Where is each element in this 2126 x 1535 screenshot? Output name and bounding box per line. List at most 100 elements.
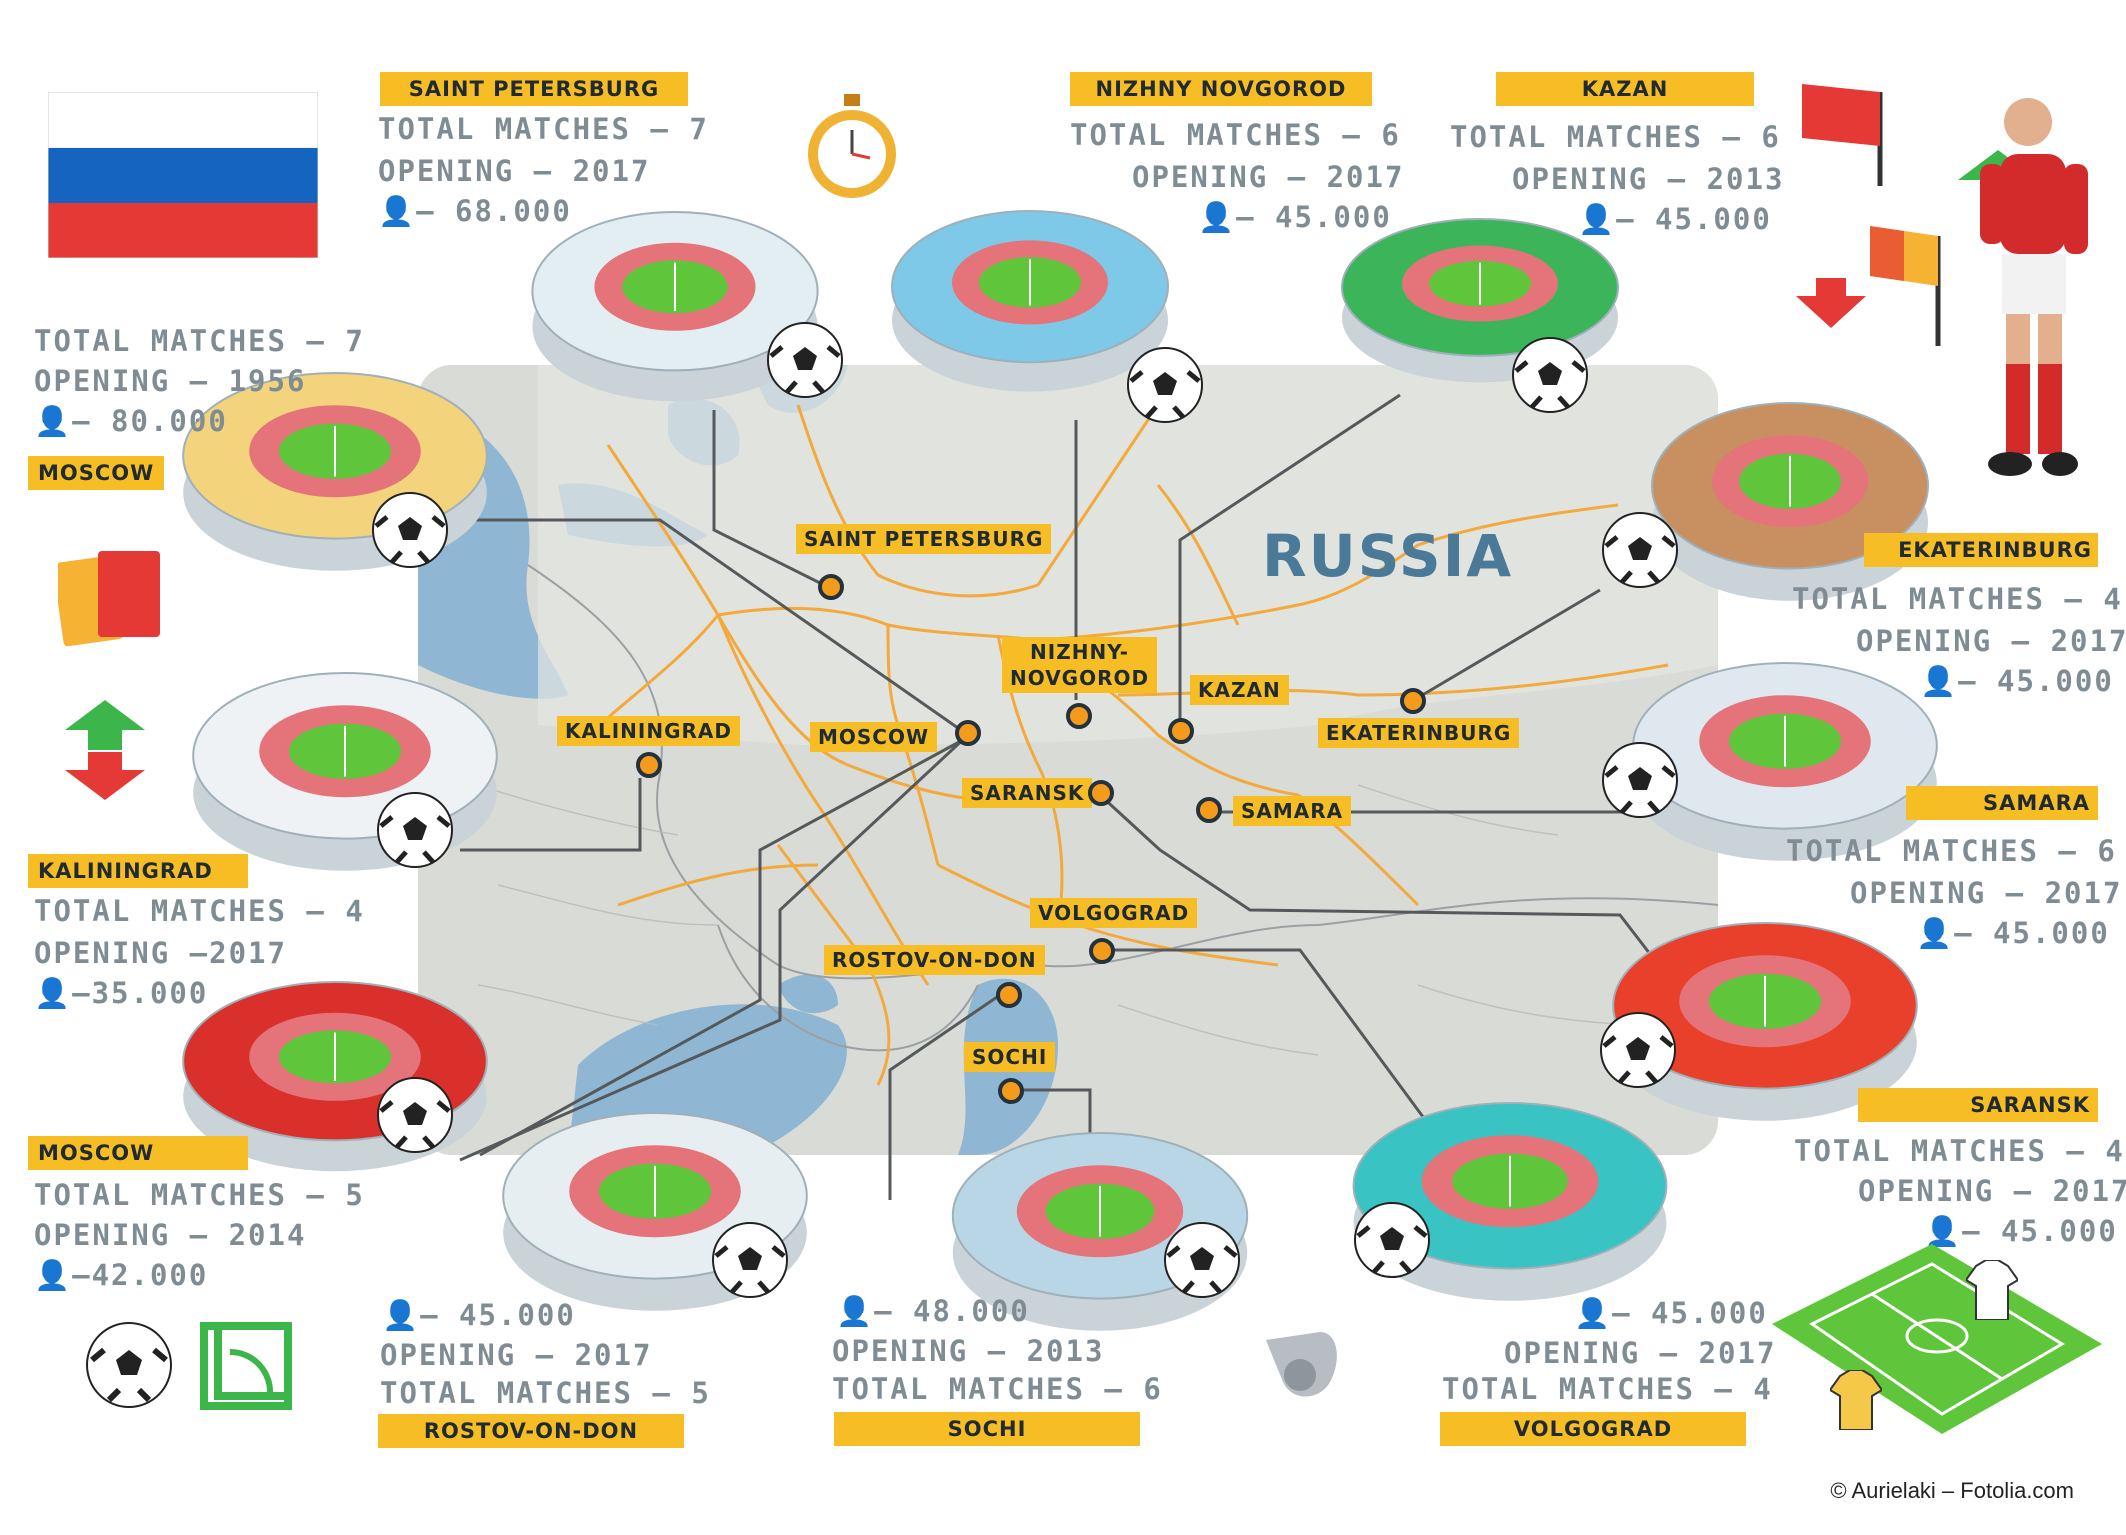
capacity-sochi: 👤– 48.000 [836, 1294, 1030, 1328]
city-dot-moscow[interactable] [955, 720, 981, 746]
matches-moscow-spartak: TOTAL MATCHES – 5 [34, 1178, 365, 1212]
opening-samara: OPENING – 2017 [1850, 876, 2123, 910]
person-icon: 👤 [34, 404, 73, 438]
opening-ekaterinburg: OPENING – 2017 [1856, 624, 2126, 658]
stadium-saransk[interactable] [1600, 900, 1930, 1130]
copyright-credit: © Aurielaki – Fotolia.com [1830, 1478, 2074, 1503]
person-icon: 👤 [1578, 202, 1617, 236]
map-label-saint-petersburg: SAINT PETERSBURG [796, 524, 1052, 554]
map-label-nizhny-novgorod: NIZHNY- NOVGOROD [1002, 637, 1158, 693]
capacity-saint-petersburg: 👤– 68.000 [378, 194, 572, 228]
soccer-ball-icon [377, 792, 453, 868]
person-icon: 👤 [1916, 916, 1955, 950]
city-banner-rostov-on-don: ROSTOV-ON-DON [378, 1414, 684, 1448]
person-icon: 👤 [34, 1258, 73, 1292]
matches-sochi: TOTAL MATCHES – 6 [832, 1372, 1163, 1406]
soccer-ball-icon [1127, 347, 1203, 423]
map-label-kaliningrad: KALININGRAD [557, 716, 740, 746]
opening-sochi: OPENING – 2013 [832, 1334, 1105, 1368]
soccer-ball-icon [712, 1222, 788, 1298]
capacity-rostov-on-don: 👤– 45.000 [382, 1298, 576, 1332]
matches-saint-petersburg: TOTAL MATCHES – 7 [378, 112, 709, 146]
soccer-ball-icon [1600, 1012, 1676, 1088]
city-dot-sochi[interactable] [998, 1078, 1024, 1104]
matches-kaliningrad: TOTAL MATCHES – 4 [34, 894, 365, 928]
stadium-samara[interactable] [1620, 640, 1950, 870]
person-icon: 👤 [378, 194, 417, 228]
capacity-moscow-luzhniki: 👤– 80.000 [34, 404, 228, 438]
opening-saransk: OPENING – 2017 [1858, 1174, 2126, 1208]
matches-kazan: TOTAL MATCHES – 6 [1450, 120, 1781, 154]
soccer-ball-icon [1354, 1202, 1430, 1278]
russia-flag-icon [48, 92, 318, 258]
soccer-ball-icon [1602, 742, 1678, 818]
city-dot-kazan[interactable] [1168, 718, 1194, 744]
city-dot-samara[interactable] [1196, 797, 1222, 823]
stadium-nn[interactable] [880, 190, 1180, 400]
city-dot-nizhny-novgorod[interactable] [1066, 703, 1092, 729]
city-dot-saransk[interactable] [1088, 780, 1114, 806]
opening-rostov-on-don: OPENING – 2017 [380, 1338, 653, 1372]
city-banner-moscow-spartak: MOSCOW [28, 1136, 248, 1170]
soccer-ball-icon [1512, 337, 1588, 413]
stadium-ekb[interactable] [1640, 380, 1940, 610]
map-label-saransk: SARANSK [962, 778, 1093, 808]
city-dot-saint-petersburg[interactable] [818, 574, 844, 600]
map-label-volgograd: VOLGOGRAD [1030, 898, 1198, 928]
jersey-icon [1966, 1260, 2018, 1320]
capacity-moscow-spartak: 👤–42.000 [34, 1258, 209, 1292]
map-label-samara: SAMARA [1233, 796, 1352, 826]
matches-samara: TOTAL MATCHES – 6 [1786, 834, 2117, 868]
stadium-spb[interactable] [520, 190, 830, 410]
person-icon: 👤 [1920, 664, 1959, 698]
player-icon [1980, 98, 2088, 476]
map-terrain [418, 365, 1718, 1155]
soccer-ball-icon [767, 322, 843, 398]
stadium-sochi[interactable] [940, 1110, 1260, 1340]
matches-moscow-luzhniki: TOTAL MATCHES – 7 [34, 324, 365, 358]
city-dot-kaliningrad[interactable] [636, 752, 662, 778]
map-label-sochi: SOCHI [964, 1042, 1056, 1072]
sea-of-azov [778, 974, 838, 1014]
corner-marker-icon [200, 1322, 292, 1410]
matches-ekaterinburg: TOTAL MATCHES – 4 [1792, 582, 2123, 616]
opening-moscow-luzhniki: OPENING – 1956 [34, 364, 307, 398]
map-label-rostov-on-don: ROSTOV-ON-DON [824, 945, 1045, 975]
city-banner-sochi: SOCHI [834, 1412, 1140, 1446]
capacity-nizhny-novgorod: 👤– 45.000 [1198, 200, 1392, 234]
stadium-kaliningrad[interactable] [180, 650, 510, 880]
opening-kazan: OPENING – 2013 [1512, 162, 1785, 196]
city-banner-samara: SAMARA [1906, 786, 2098, 820]
person-icon: 👤 [1574, 1296, 1613, 1330]
matches-saransk: TOTAL MATCHES – 4 [1794, 1134, 2125, 1168]
substitution-arrows-icon [65, 700, 145, 800]
city-banner-saransk: SARANSK [1858, 1088, 2098, 1122]
capacity-volgograd: 👤– 45.000 [1574, 1296, 1768, 1330]
referee-cards-icon [58, 551, 160, 647]
matches-volgograd: TOTAL MATCHES – 4 [1442, 1372, 1773, 1406]
city-banner-saint-petersburg: SAINT PETERSBURG [380, 72, 688, 106]
person-icon: 👤 [34, 976, 73, 1010]
matches-rostov-on-don: TOTAL MATCHES – 5 [380, 1376, 711, 1410]
capacity-kaliningrad: 👤–35.000 [34, 976, 209, 1010]
opening-nizhny-novgorod: OPENING – 2017 [1132, 160, 1405, 194]
map-country-title: RUSSIA [1262, 522, 1514, 590]
city-dot-volgograd[interactable] [1089, 938, 1115, 964]
map-label-ekaterinburg: EKATERINBURG [1318, 718, 1520, 748]
city-dot-rostov-on-don[interactable] [996, 982, 1022, 1008]
map-label-kazan: KAZAN [1190, 675, 1289, 705]
person-icon: 👤 [382, 1298, 421, 1332]
city-banner-moscow-luzhniki: MOSCOW [28, 456, 164, 490]
stadium-volgograd[interactable] [1340, 1080, 1680, 1310]
person-icon: 👤 [836, 1294, 875, 1328]
city-banner-nizhny-novgorod: NIZHNY NOVGOROD [1070, 72, 1372, 106]
corner-flag-icon [1802, 84, 1941, 346]
map-label-moscow: MOSCOW [810, 722, 938, 752]
jersey-icon [1830, 1370, 1882, 1430]
russia-map [418, 365, 1718, 1155]
city-dot-ekaterinburg[interactable] [1400, 688, 1426, 714]
stopwatch-icon [808, 94, 896, 198]
whistle-icon [1266, 1332, 1337, 1397]
matches-nizhny-novgorod: TOTAL MATCHES – 6 [1070, 118, 1401, 152]
